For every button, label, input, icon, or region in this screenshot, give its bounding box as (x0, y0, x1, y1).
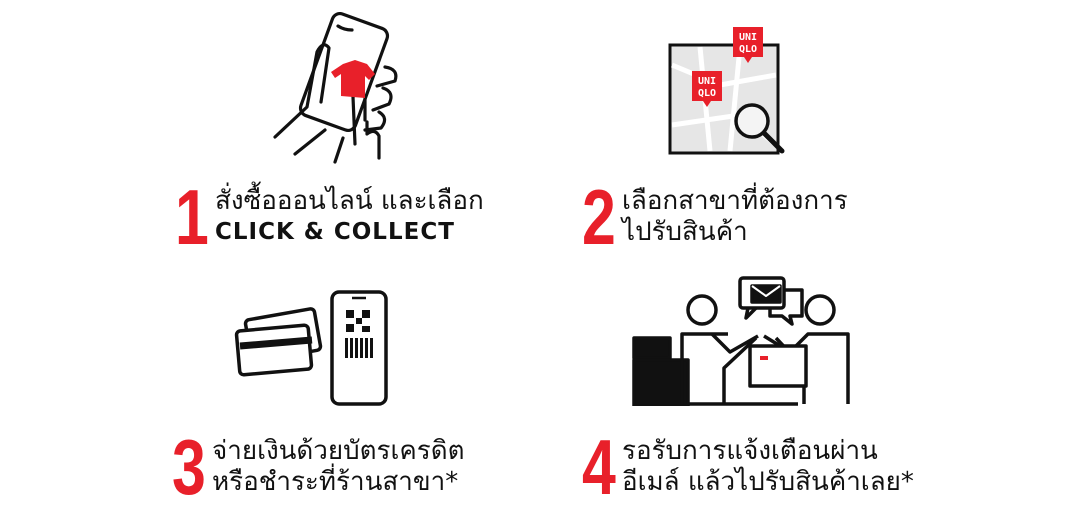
svg-text:QLO: QLO (698, 88, 716, 99)
step-4: 4 รอรับการแจ้งเตือนผ่าน อีเมล์ แล้วไปรับ… (582, 428, 914, 506)
store-pickup-notification-icon (632, 276, 862, 408)
svg-text:QLO: QLO (739, 44, 757, 55)
svg-text:UNI: UNI (739, 32, 757, 43)
uniqlo-pin-left: UNI QLO (692, 71, 722, 107)
step-2: 2 เลือกสาขาที่ต้องการ ไปรับสินค้า (582, 178, 848, 256)
step-number: 3 (172, 423, 206, 511)
step-line-2: หรือชำระที่ร้านสาขา* (212, 467, 459, 497)
step-1: 1 สั่งซื้อออนไลน์ และเลือก CLICK & COLLE… (175, 178, 484, 256)
map-store-search-icon: UNI QLO UNI QLO (660, 25, 795, 157)
step-line-2: ไปรับสินค้า (622, 217, 748, 247)
step-line-1: สั่งซื้อออนไลน์ และเลือก (215, 186, 484, 216)
uniqlo-pin-top: UNI QLO (733, 27, 763, 63)
step-number: 4 (582, 423, 616, 511)
step-line-2: อีเมล์ แล้วไปรับสินค้าเลย* (622, 467, 914, 497)
step-line-1: จ่ายเงินด้วยบัตรเครดิต (212, 436, 465, 466)
hand-phone-shirt-icon (255, 11, 415, 167)
step-line-1: รอรับการแจ้งเตือนผ่าน (622, 436, 878, 466)
step-line-2: CLICK & COLLECT (215, 219, 455, 245)
svg-text:UNI: UNI (698, 76, 716, 87)
card-phone-qr-icon (232, 288, 392, 408)
step-number: 1 (175, 173, 209, 261)
step-number: 2 (582, 173, 616, 261)
step-line-1: เลือกสาขาที่ต้องการ (622, 186, 848, 216)
step-3: 3 จ่ายเงินด้วยบัตรเครดิต หรือชำระที่ร้าน… (172, 428, 465, 506)
